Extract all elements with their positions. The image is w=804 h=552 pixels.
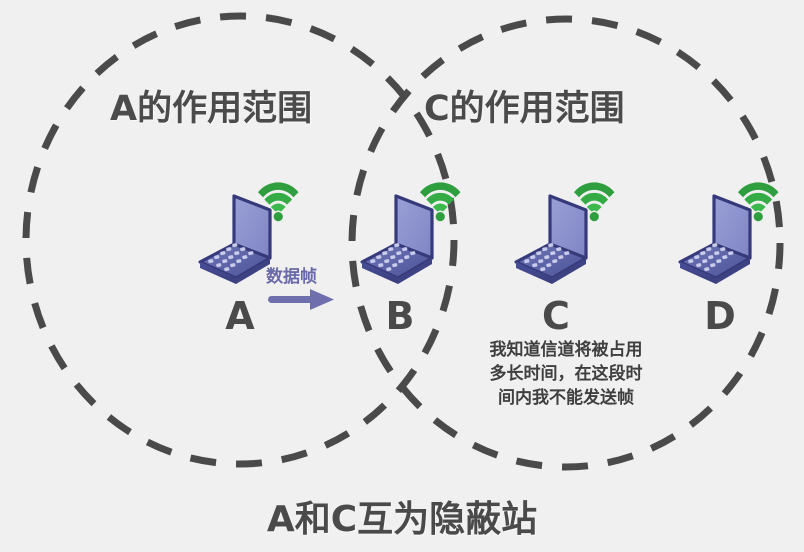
coverage-circle-a	[22, 12, 458, 468]
station-label-b: B	[385, 294, 415, 338]
wifi-signal-icon	[738, 182, 779, 222]
station-a-graphic	[198, 182, 299, 284]
laptop-icon	[678, 194, 752, 284]
station-b-graphic	[360, 182, 461, 284]
laptop-icon	[198, 194, 272, 284]
diagram-caption: A和C互为隐蔽站	[266, 499, 538, 540]
laptop-icon	[514, 194, 588, 284]
station-d-graphic	[678, 182, 779, 284]
right-arrow-icon	[268, 289, 334, 310]
station-label-c: C	[542, 294, 570, 338]
data-frame-label: 数据帧	[266, 267, 317, 287]
wifi-signal-icon	[420, 182, 461, 222]
station-c-note: 我知道信道将被占用 多长时间，在这段时 间内我不能发送帧	[450, 338, 682, 410]
station-label-d: D	[704, 294, 736, 338]
wifi-signal-icon	[258, 182, 299, 222]
laptop-icon	[360, 194, 434, 284]
coverage-label-c: C的作用范围	[424, 89, 625, 129]
note-line-2: 多长时间，在这段时	[489, 364, 643, 384]
wifi-signal-icon	[574, 182, 615, 222]
note-line-3: 间内我不能发送帧	[498, 388, 634, 408]
note-line-1: 我知道信道将被占用	[489, 340, 643, 360]
station-c-graphic	[514, 182, 615, 284]
coverage-circle-c	[348, 15, 784, 471]
coverage-label-a: A的作用范围	[110, 89, 313, 129]
station-label-a: A	[225, 294, 255, 338]
